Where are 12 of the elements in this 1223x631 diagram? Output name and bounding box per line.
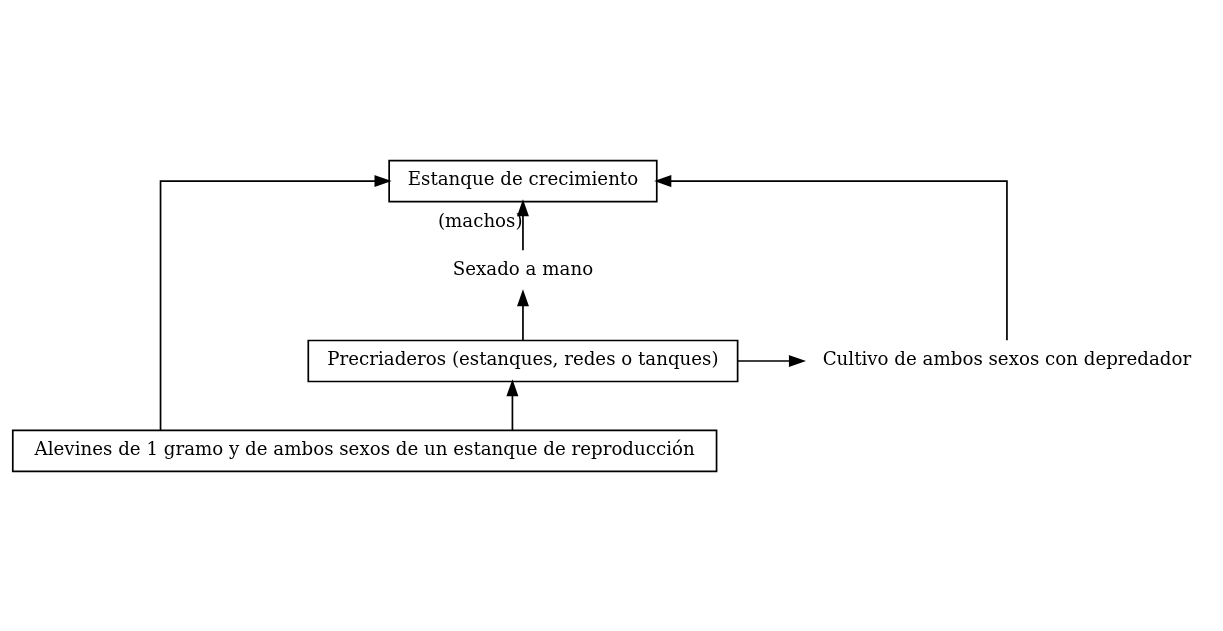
node-text: Sexado a mano [452,257,594,279]
node-text: Cultivo de ambos sexos con depredador [822,347,1192,369]
arrow [654,174,1008,341]
arrow [506,378,519,431]
node-box: Precriaderos (estanques, redes o tanques) [307,339,739,382]
arrow [516,288,529,341]
arrow [516,198,529,251]
arrow [159,174,392,431]
node-box: Estanque de crecimiento [388,159,658,202]
node-box: Alevines de 1 gramo y de ambos sexos de un estanque de reproducción [11,429,718,472]
arrow [736,354,807,367]
edge-label: (machos) [437,209,523,231]
